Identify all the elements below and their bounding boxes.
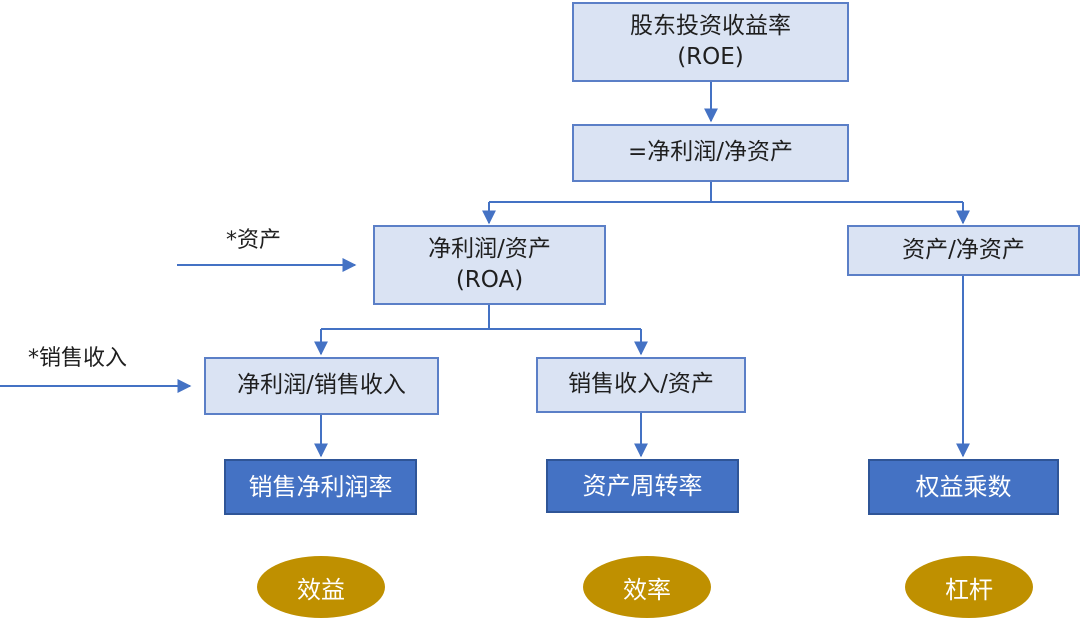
equity-multiplier-formula: 资产/净资产 [902, 236, 1025, 263]
asset-turnover-label: 资产周转率 [582, 471, 703, 500]
roe-abbrev: (ROE) [677, 44, 744, 70]
net-profit-margin-label: 销售净利润率 [248, 472, 393, 501]
times-sales-label: *销售收入 [28, 346, 128, 371]
roa-abbrev: (ROA) [455, 267, 524, 293]
profitability-oval: 效益 [257, 556, 385, 618]
times-assets-label: *资产 [226, 228, 282, 253]
net-margin-formula: 净利润/销售收入 [237, 372, 406, 399]
asset-turnover-formula-box: 销售收入/资产 [536, 357, 746, 413]
roe-title: 股东投资收益率 [630, 12, 791, 39]
asset-turnover-box: 资产周转率 [546, 459, 739, 513]
roa-formula: 净利润/资产 [428, 235, 551, 262]
efficiency-oval: 效率 [583, 556, 711, 618]
roe-formula-box: =净利润/净资产 [572, 124, 849, 182]
equity-multiplier-formula-box: 资产/净资产 [847, 225, 1080, 276]
net-profit-margin-box: 销售净利润率 [224, 459, 417, 515]
net-margin-formula-box: 净利润/销售收入 [204, 357, 439, 415]
equity-multiplier-box: 权益乘数 [868, 459, 1059, 515]
roa-box: 净利润/资产 (ROA) [373, 225, 606, 305]
asset-turnover-formula: 销售收入/资产 [568, 371, 714, 398]
roe-box: 股东投资收益率 (ROE) [572, 2, 849, 82]
efficiency-label: 效率 [623, 575, 671, 604]
profitability-label: 效益 [297, 575, 345, 604]
leverage-oval: 杠杆 [905, 556, 1033, 618]
leverage-label: 杠杆 [945, 575, 993, 604]
roe-formula: =净利润/净资产 [627, 139, 794, 166]
equity-multiplier-label: 权益乘数 [915, 472, 1012, 501]
